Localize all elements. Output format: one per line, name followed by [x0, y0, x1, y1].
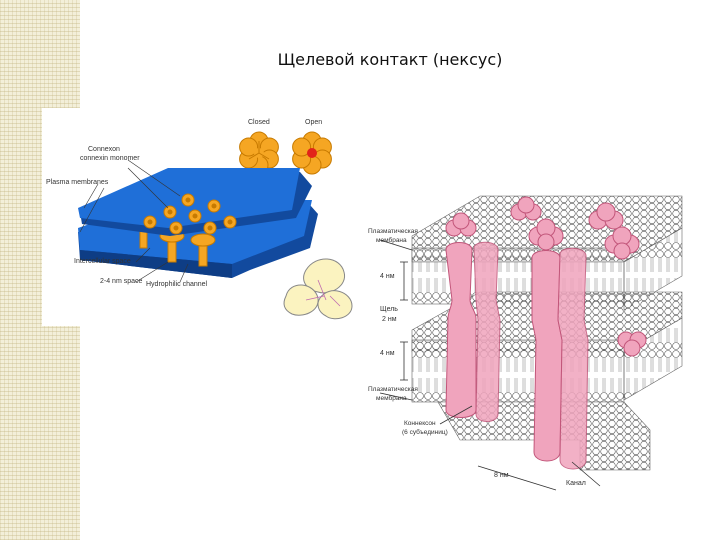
label-plasma-membrane-bottom-2: мембрана: [376, 395, 407, 402]
label-plasma-membrane-top-1: Плазматическая: [368, 228, 418, 235]
label-channel: Канал: [566, 480, 586, 487]
label-4nm-bottom: 4 нм: [380, 350, 395, 357]
label-connexon-ru: Коннексон: [404, 420, 436, 427]
label-gap: Щель: [380, 306, 398, 313]
label-connexon-subunits: (6 субъединиц): [402, 429, 448, 436]
label-plasma-membrane-bottom-1: Плазматическая: [368, 386, 418, 393]
label-plasma-membrane-top-2: мембрана: [376, 237, 407, 244]
label-4nm-top: 4 нм: [380, 273, 395, 280]
label-8nm: 8 нм: [494, 472, 509, 479]
label-gap-2nm: 2 нм: [382, 316, 397, 323]
